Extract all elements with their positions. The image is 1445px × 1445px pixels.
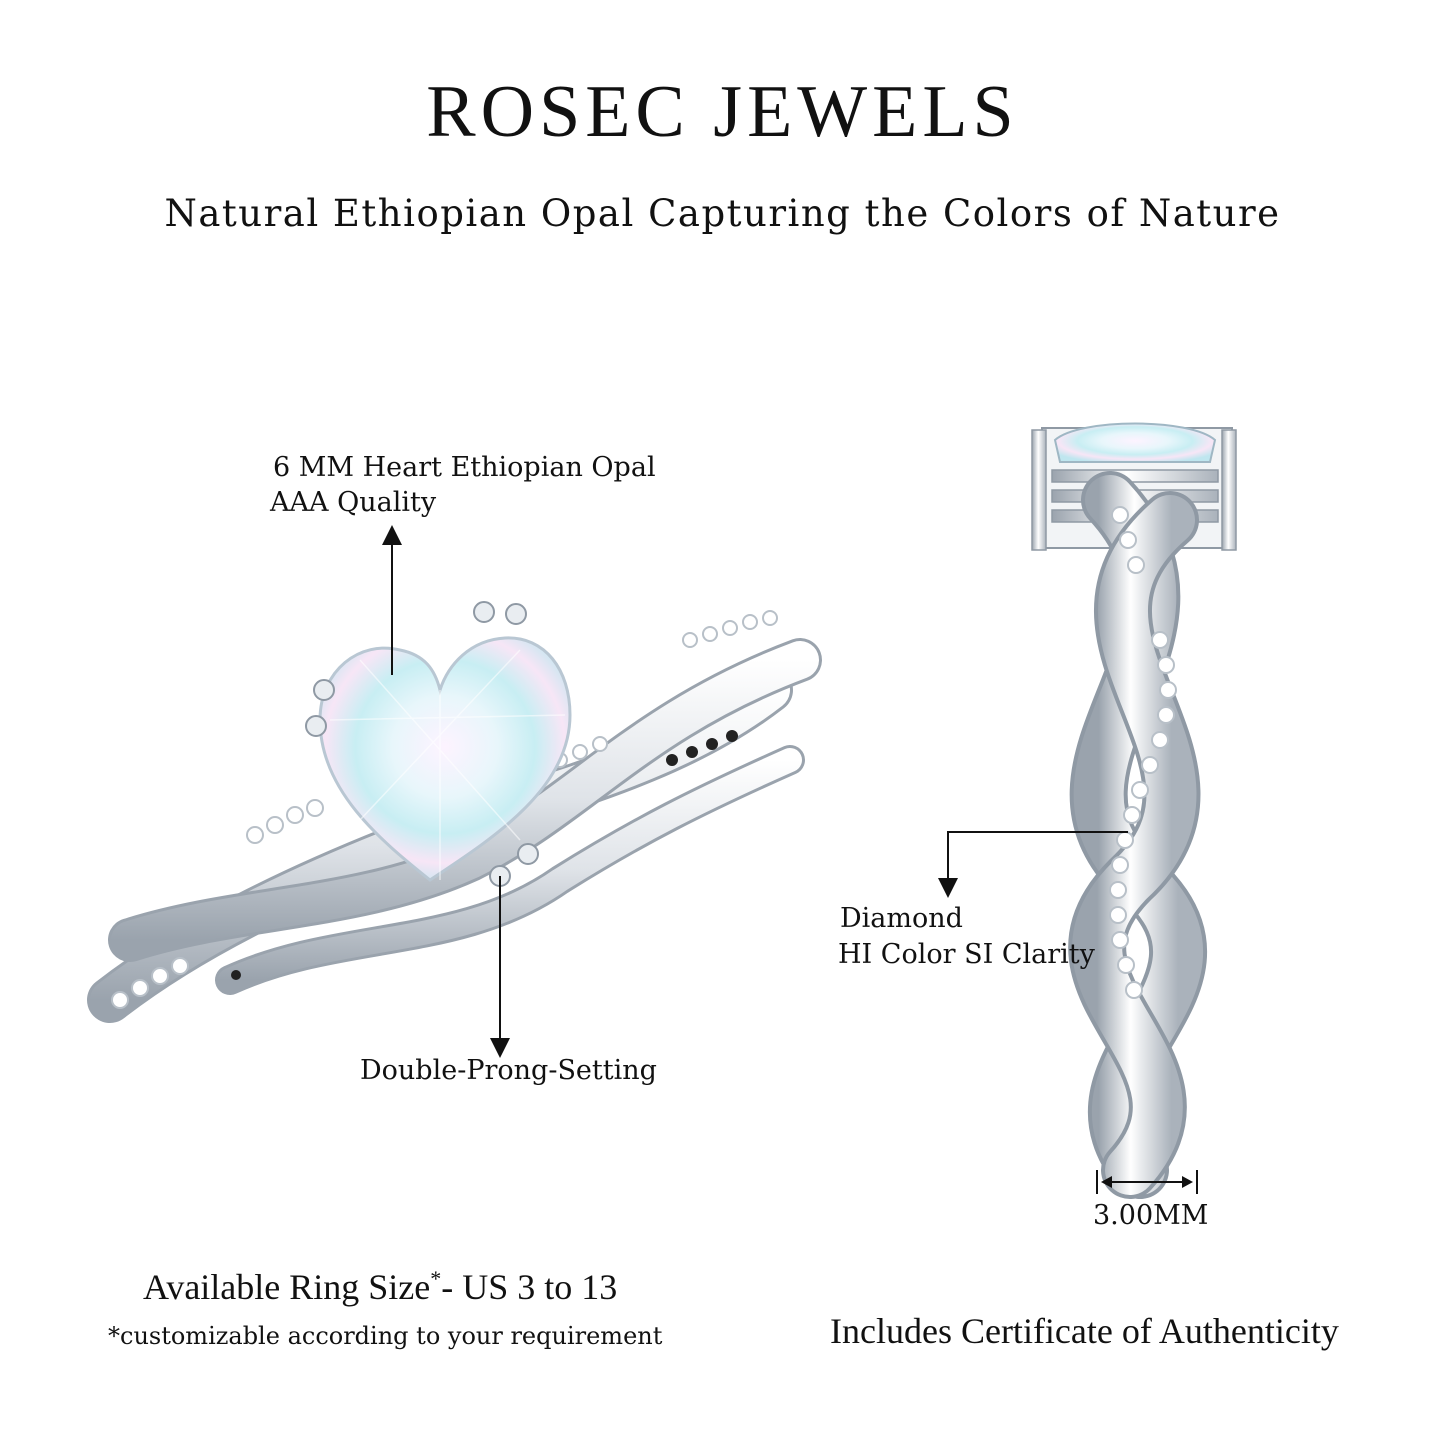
- ring-size-label: Available Ring Size: [143, 1267, 431, 1307]
- tagline: Natural Ethiopian Opal Capturing the Col…: [164, 192, 1281, 235]
- diamond-label-line1: Diamond: [840, 903, 963, 934]
- stone-label-line1: 6 MM Heart Ethiopian Opal: [273, 452, 656, 483]
- side-opal: [1053, 422, 1217, 463]
- pave-shadow-dots: [231, 730, 738, 980]
- ring-size-value: - US 3 to 13: [441, 1267, 618, 1307]
- ring-size-line: Available Ring Size*- US 3 to 13: [143, 1266, 617, 1308]
- pave-diamonds-right: [1109, 506, 1177, 999]
- band-width-dimension: [1096, 1170, 1198, 1194]
- right-ring: [1031, 422, 1237, 1199]
- diamond-callout-line: [938, 831, 1128, 898]
- diamond-label-line2: HI Color SI Clarity: [838, 939, 1095, 970]
- certificate-text: Includes Certificate of Authenticity: [830, 1311, 1339, 1351]
- stone-label-line2: AAA Quality: [270, 487, 437, 518]
- prongs: [305, 601, 539, 887]
- left-ring: [87, 601, 822, 1023]
- pave-diamonds-left: [111, 610, 778, 1009]
- heart-opal: [318, 636, 572, 882]
- brand-title: ROSEC JEWELS: [426, 71, 1019, 153]
- ring-size-mark: *: [430, 1266, 442, 1291]
- ring-size-note: *customizable according to your requirem…: [108, 1322, 663, 1350]
- setting-label: Double-Prong-Setting: [360, 1055, 657, 1086]
- band-width-label: 3.00MM: [1093, 1200, 1209, 1231]
